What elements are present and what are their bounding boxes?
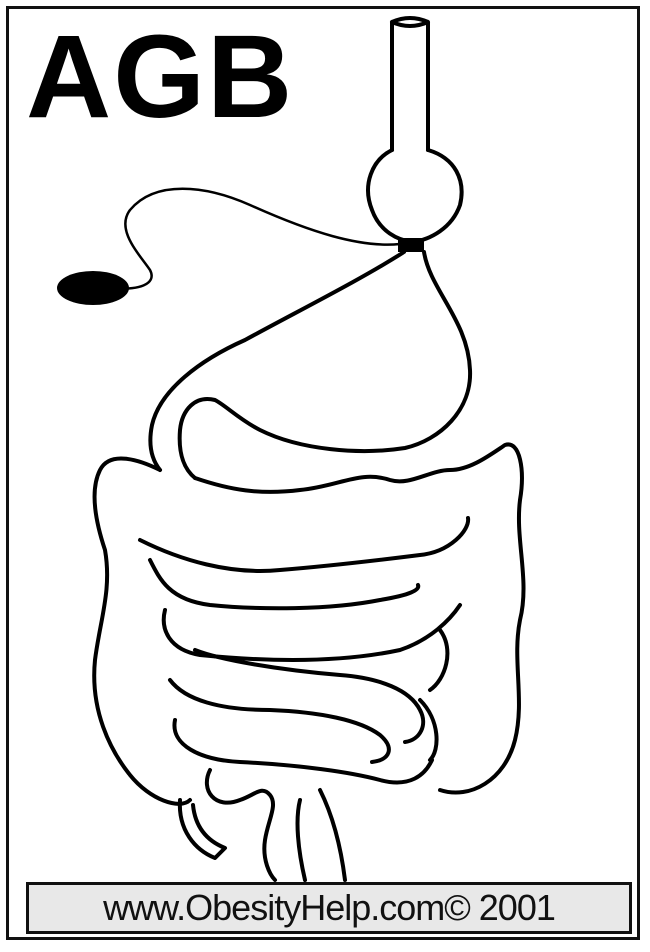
lower-bowel (207, 770, 345, 880)
copyright-footer: www.ObesityHelp.com© 2001 (26, 882, 632, 934)
duodenum (94, 458, 190, 803)
band-tubing (120, 189, 400, 289)
intestine-loop-4 (195, 650, 423, 742)
stomach-pouch (368, 150, 462, 242)
esophagus (392, 18, 428, 150)
intestine-loop-6 (174, 720, 432, 782)
intestine-loop-5 (170, 680, 389, 762)
lower-stomach (150, 252, 470, 478)
intestine-loop-7 (420, 630, 447, 760)
access-port (57, 271, 129, 305)
intestine-loop-3 (164, 605, 460, 660)
gastric-band (398, 238, 424, 252)
transverse-colon (195, 444, 524, 792)
appendix (180, 800, 225, 858)
intestine-loop-2 (150, 560, 418, 608)
intestine-loop-1 (140, 518, 468, 571)
